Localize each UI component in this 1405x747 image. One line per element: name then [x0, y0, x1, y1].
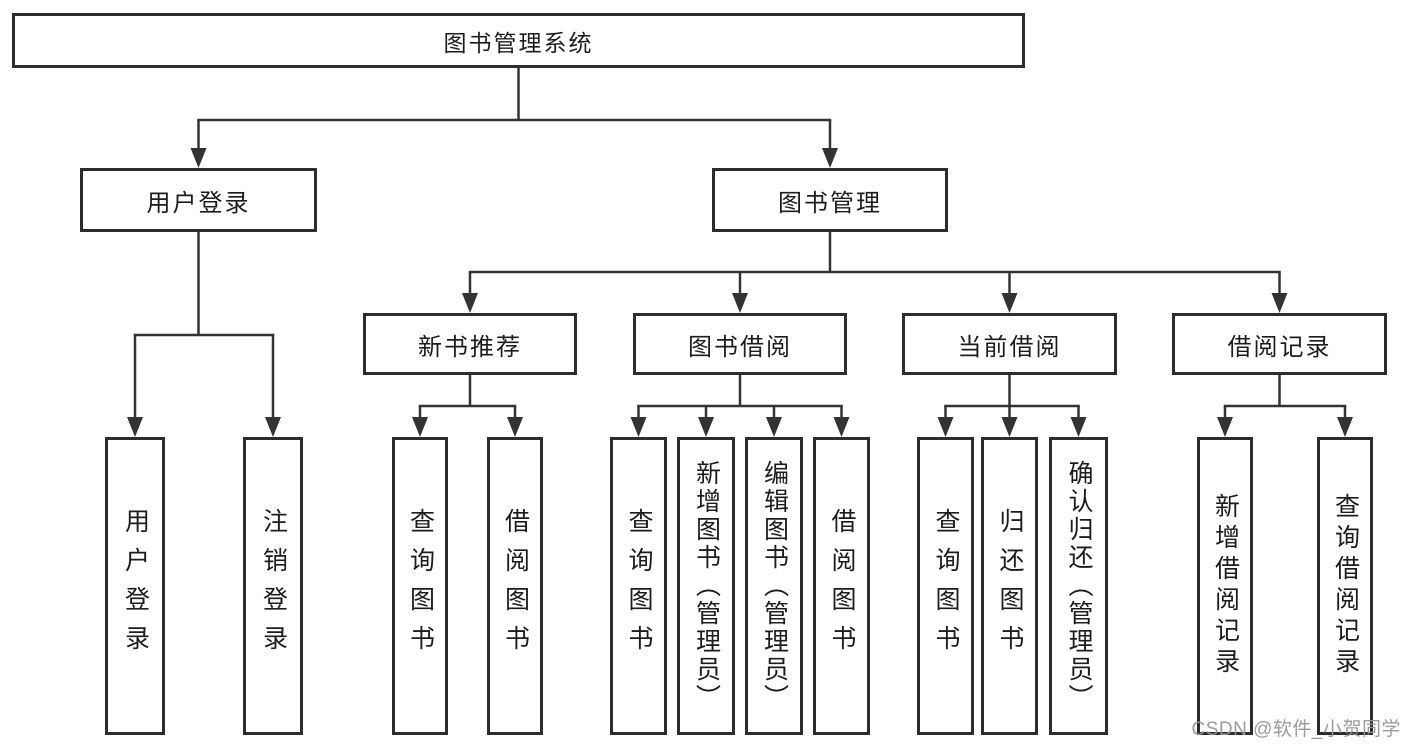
node-label-v-query-book-3: 查询图书	[932, 508, 960, 664]
node-v-add-book: 新增图书（管理员）	[677, 437, 735, 735]
node-label-book-mgmt: 图书管理	[778, 189, 882, 217]
node-label-v-return-book: 归还图书	[996, 508, 1024, 664]
node-v-query-book-1: 查询图书	[392, 437, 448, 735]
arrowhead-down-icon	[127, 417, 143, 437]
arrowhead-down-icon	[833, 417, 850, 437]
arrowhead-down-icon	[507, 417, 523, 437]
arrowhead-down-icon	[1337, 417, 1353, 437]
arrowhead-down-icon	[1001, 417, 1018, 437]
watermark: CSDN @软件_小贺同学	[1191, 719, 1401, 740]
node-label-v-query-book-2: 查询图书	[625, 508, 653, 664]
node-v-logout: 注销登录	[243, 437, 303, 735]
arrowhead-down-icon	[822, 148, 838, 168]
node-label-book-borrow: 图书借阅	[688, 333, 792, 361]
node-label-v-borrow-book-1: 借阅图书	[501, 508, 530, 664]
node-v-query-book-3: 查询图书	[917, 437, 974, 735]
node-root: 图书管理系统	[12, 13, 1025, 68]
node-label-borrow-record: 借阅记录	[1227, 333, 1332, 361]
arrowhead-down-icon	[1001, 293, 1018, 313]
node-book-borrow: 图书借阅	[633, 313, 847, 375]
node-label-v-query-book-1: 查询图书	[406, 508, 435, 664]
node-label-current-borrow: 当前借阅	[957, 333, 1062, 361]
arrowhead-down-icon	[412, 417, 428, 437]
node-v-query-record: 查询借阅记录	[1317, 437, 1373, 735]
arrowhead-down-icon	[630, 417, 647, 437]
arrowhead-down-icon	[937, 417, 954, 437]
node-v-borrow-book-1: 借阅图书	[487, 437, 543, 735]
arrowhead-down-icon	[698, 417, 714, 437]
node-user-login: 用户登录	[80, 168, 317, 232]
arrowhead-down-icon	[1070, 417, 1087, 437]
node-v-confirm-return: 确认归还（管理员）	[1049, 437, 1108, 735]
node-label-root: 图书管理系统	[443, 29, 594, 56]
arrowhead-down-icon	[766, 417, 782, 437]
node-label-v-confirm-return: 确认归还（管理员）	[1065, 460, 1093, 712]
node-label-v-add-record: 新增借阅记录	[1211, 493, 1240, 679]
arrowhead-down-icon	[1271, 293, 1288, 313]
node-v-query-book-2: 查询图书	[610, 437, 667, 735]
node-new-book-rec: 新书推荐	[363, 313, 577, 375]
node-label-v-borrow-book-2: 借阅图书	[828, 508, 856, 664]
node-label-user-login: 用户登录	[146, 189, 251, 217]
node-v-edit-book: 编辑图书（管理员）	[745, 437, 803, 735]
arrowhead-down-icon	[190, 148, 207, 168]
arrowhead-down-icon	[462, 293, 478, 313]
arrowhead-down-icon	[732, 293, 748, 313]
node-label-v-logout: 注销登录	[259, 508, 288, 664]
node-v-borrow-book-2: 借阅图书	[813, 437, 870, 735]
node-label-v-add-book: 新增图书（管理员）	[692, 460, 721, 712]
node-current-borrow: 当前借阅	[902, 313, 1117, 375]
node-borrow-record: 借阅记录	[1172, 313, 1387, 375]
node-label-v-edit-book: 编辑图书（管理员）	[760, 460, 789, 712]
arrowhead-down-icon	[1217, 417, 1233, 437]
node-label-v-query-record: 查询借阅记录	[1331, 493, 1360, 679]
node-v-user-login: 用户登录	[105, 437, 165, 735]
node-label-v-user-login: 用户登录	[121, 508, 150, 664]
node-v-add-record: 新增借阅记录	[1197, 437, 1253, 735]
node-book-mgmt: 图书管理	[712, 168, 948, 232]
node-label-new-book-rec: 新书推荐	[418, 333, 522, 361]
node-v-return-book: 归还图书	[981, 437, 1038, 735]
arrowhead-down-icon	[265, 417, 281, 437]
